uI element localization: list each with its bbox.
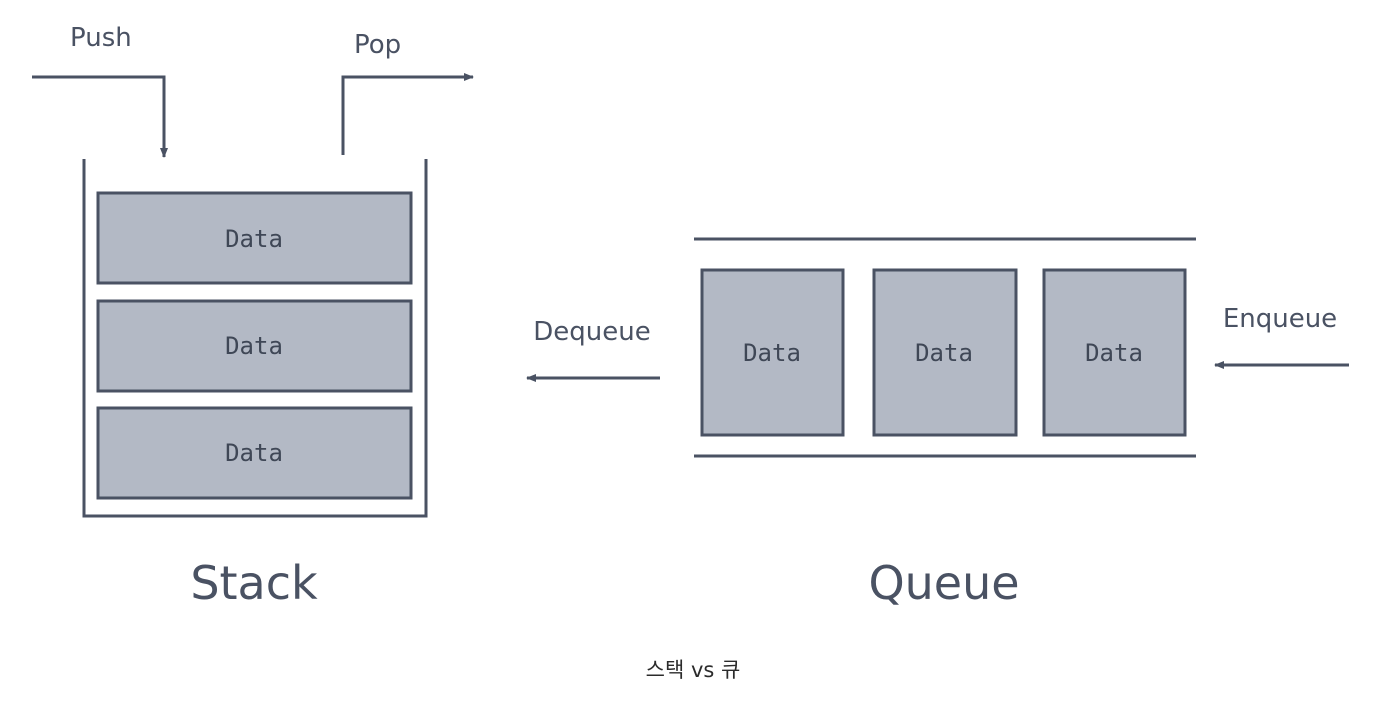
diagram-canvas: Push Pop Data Data Data Stack	[32, 23, 1349, 610]
queue-item-box	[872, 268, 1018, 437]
stack-item: Data	[96, 299, 413, 393]
pop-arrow	[341, 73, 474, 155]
figure-caption: 스택 vs 큐	[645, 658, 741, 682]
queue-item-label: Data	[743, 339, 801, 367]
stack-item: Data	[96, 191, 413, 285]
queue-item-box	[700, 268, 845, 437]
queue-item-label: Data	[915, 339, 973, 367]
queue-item-box	[1042, 268, 1187, 437]
stack-item: Data	[96, 406, 413, 500]
stack-item-label: Data	[225, 225, 283, 253]
stack-group: Push Pop Data Data Data Stack	[32, 23, 474, 610]
queue-item: Data	[1042, 268, 1187, 437]
stack-container	[82, 159, 428, 518]
stack-item-label: Data	[225, 439, 283, 467]
queue-group: Data Data Data Dequeue Enqueue Queue	[526, 237, 1349, 610]
push-label: Push	[70, 23, 132, 53]
push-arrow	[32, 75, 168, 158]
queue-title: Queue	[868, 556, 1019, 610]
stack-item-label: Data	[225, 332, 283, 360]
stack-title: Stack	[190, 556, 318, 610]
queue-item: Data	[872, 268, 1018, 437]
pop-label: Pop	[354, 30, 401, 60]
queue-item-label: Data	[1085, 339, 1143, 367]
stack-item-box	[96, 406, 413, 500]
enqueue-label: Enqueue	[1223, 304, 1337, 334]
stack-item-box	[96, 299, 413, 393]
stack-item-box	[96, 191, 413, 285]
dequeue-label: Dequeue	[533, 317, 650, 347]
queue-item: Data	[700, 268, 845, 437]
